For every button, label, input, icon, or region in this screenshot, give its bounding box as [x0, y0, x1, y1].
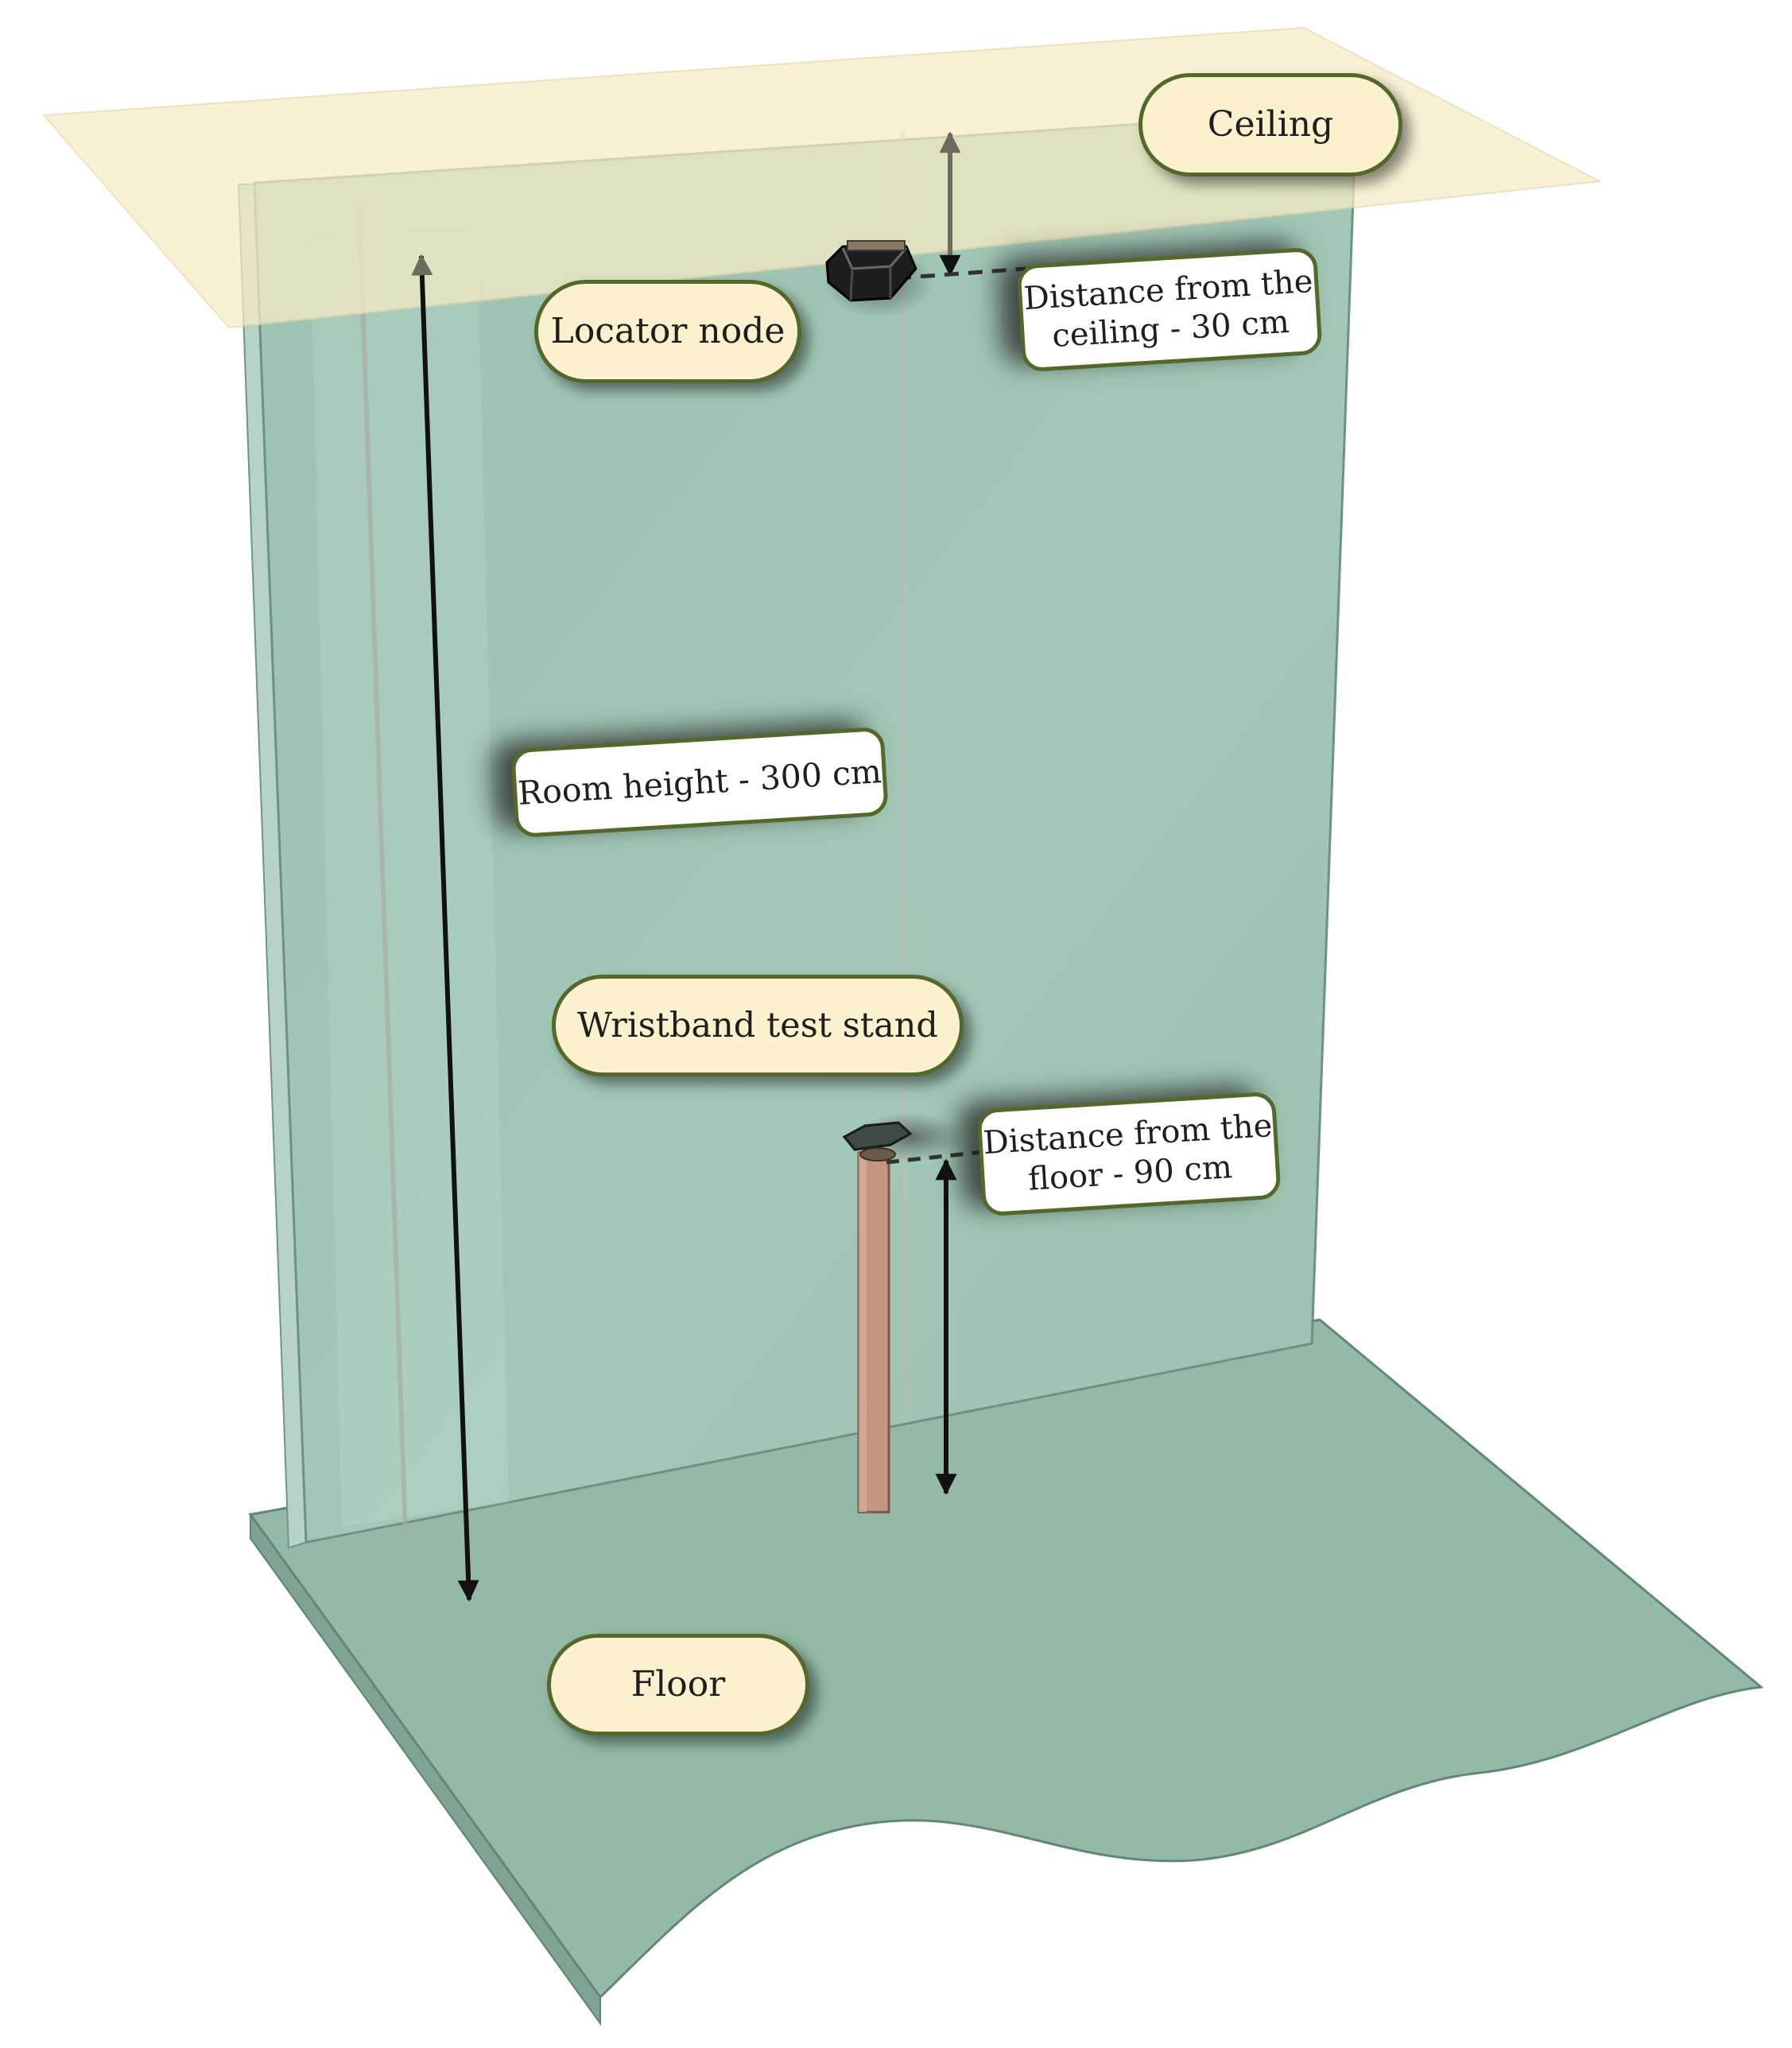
- floor-label: Floor: [547, 1634, 809, 1736]
- ghost-height-line: [357, 204, 408, 1534]
- ceiling-distance-label: Distance from the ceiling - 30 cm: [1016, 246, 1323, 373]
- locator-node-icon: [825, 240, 917, 302]
- ceiling-label: Ceiling: [1138, 73, 1402, 176]
- wall-highlight: [310, 231, 509, 1526]
- room-height-arrow: [411, 254, 479, 1602]
- wristband-stand-label: Wristband test stand: [552, 975, 964, 1076]
- wristband-stand-icon: [842, 1121, 913, 1514]
- ghost-stand-line: [900, 130, 909, 1416]
- locator-node-label: Locator node: [534, 280, 801, 383]
- floor-plane: [248, 1318, 1764, 2000]
- floor-distance-dashed-line: [886, 1149, 991, 1165]
- ceiling-distance-dashed-line: [896, 266, 1026, 281]
- floor-distance-label: Distance from the floor - 90 cm: [976, 1091, 1282, 1217]
